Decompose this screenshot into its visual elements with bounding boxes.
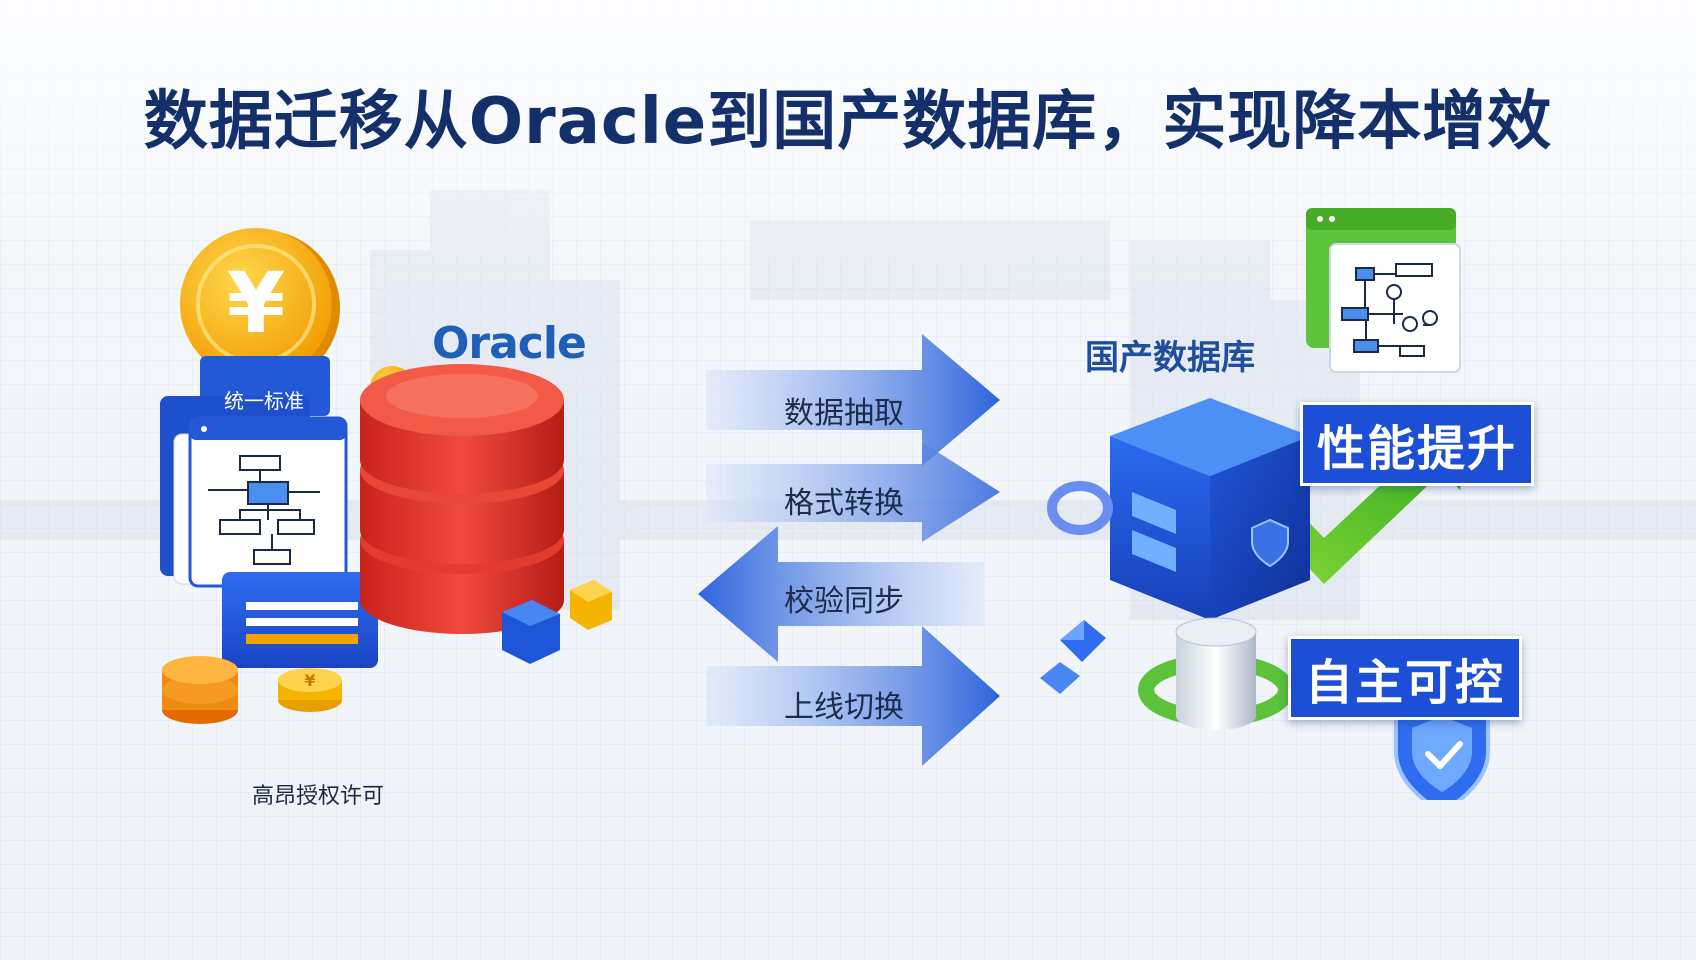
step-label-golive: 上线切换 [784,690,904,725]
step-arrow-convert [706,442,1000,542]
domestic-db-label: 国产数据库 [1085,338,1255,378]
feature-badge-autonomy: 自主可控 [1288,636,1523,720]
svg-text:¥: ¥ [304,671,315,690]
step-label-extract: 数据抽取 [784,396,904,431]
yuan-coin-icon: ¥ [180,228,340,386]
oracle-logo: Oracle [432,318,587,369]
svg-text:¥: ¥ [227,254,285,352]
coin-stack-icon: ¥ [162,656,342,724]
small-cubes-icon [502,580,612,664]
page-title: 数据迁移从Oracle到国产数据库，实现降本增效 [143,85,1553,159]
step-arrow-verify [698,526,984,662]
step-label-convert: 格式转换 [784,486,904,521]
feature-badge-performance: 性能提升 [1300,402,1535,486]
step-label-verify: 校验同步 [784,584,904,619]
process-arrows [698,334,1000,766]
domestic-side-illustration [1040,208,1490,800]
blue-cube-server-icon [1047,398,1310,620]
step-arrow-extract [706,334,1000,466]
blue-gem-icon [1040,620,1106,694]
step-arrow-golive [706,626,1000,766]
shield-check-icon [1394,695,1490,800]
doc-tag-label: 统一标准 [224,389,304,413]
license-label: 高昂授权许可 [252,784,385,809]
architecture-window-icon [1306,208,1461,373]
cylinder-storage-icon [1138,617,1294,730]
oracle-side-illustration: ¥ ¥ [160,228,612,724]
summary-card-icon [222,572,378,668]
flowchart-window-icon [188,416,348,588]
red-database-icon [360,364,564,634]
